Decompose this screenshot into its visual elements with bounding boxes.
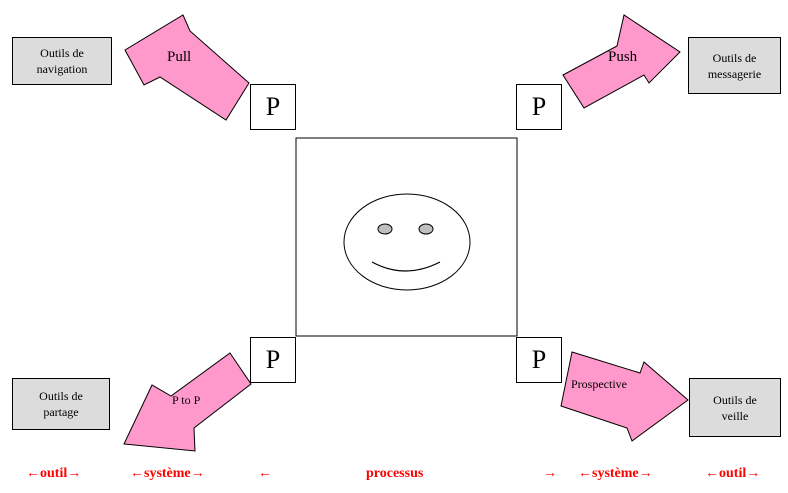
p-box-top-right: P [516,84,562,130]
face-outline [343,193,471,291]
tool-box-messagerie: Outils de messagerie [688,37,781,94]
pull-label: Pull [167,49,192,65]
push-arrow-icon [562,14,681,109]
smiley-face-icon [343,193,471,291]
scale-outil-right: ←outil→ [705,466,761,481]
scale-systeme-right: ←système→ [578,466,653,481]
scale-processus: processus [366,466,424,481]
face-left-eye [377,223,393,235]
pull-arrow-icon [124,14,250,121]
scale-arrow-right: → [543,466,557,481]
scale-outil-left: ←outil→ [26,466,82,481]
prospective-label: Prospective [571,377,627,391]
push-label: Push [608,49,638,65]
tool-box-navigation: Outils de navigation [12,37,112,85]
p-to-p-label: P to P [172,393,201,407]
face-mouth [371,261,441,272]
scale-systeme-left: ←système→ [130,466,205,481]
tool-box-partage: Outils de partage [12,378,110,430]
face-right-eye [418,223,434,235]
prospective-arrow-icon [560,351,689,442]
scale-arrow-left: ← [258,466,272,481]
tool-box-veille: Outils de veille [689,378,781,437]
p-box-top-left: P [250,84,296,130]
p-box-bottom-left: P [250,337,296,383]
p-box-bottom-right: P [516,337,562,383]
p-to-p-arrow-icon [123,352,252,452]
